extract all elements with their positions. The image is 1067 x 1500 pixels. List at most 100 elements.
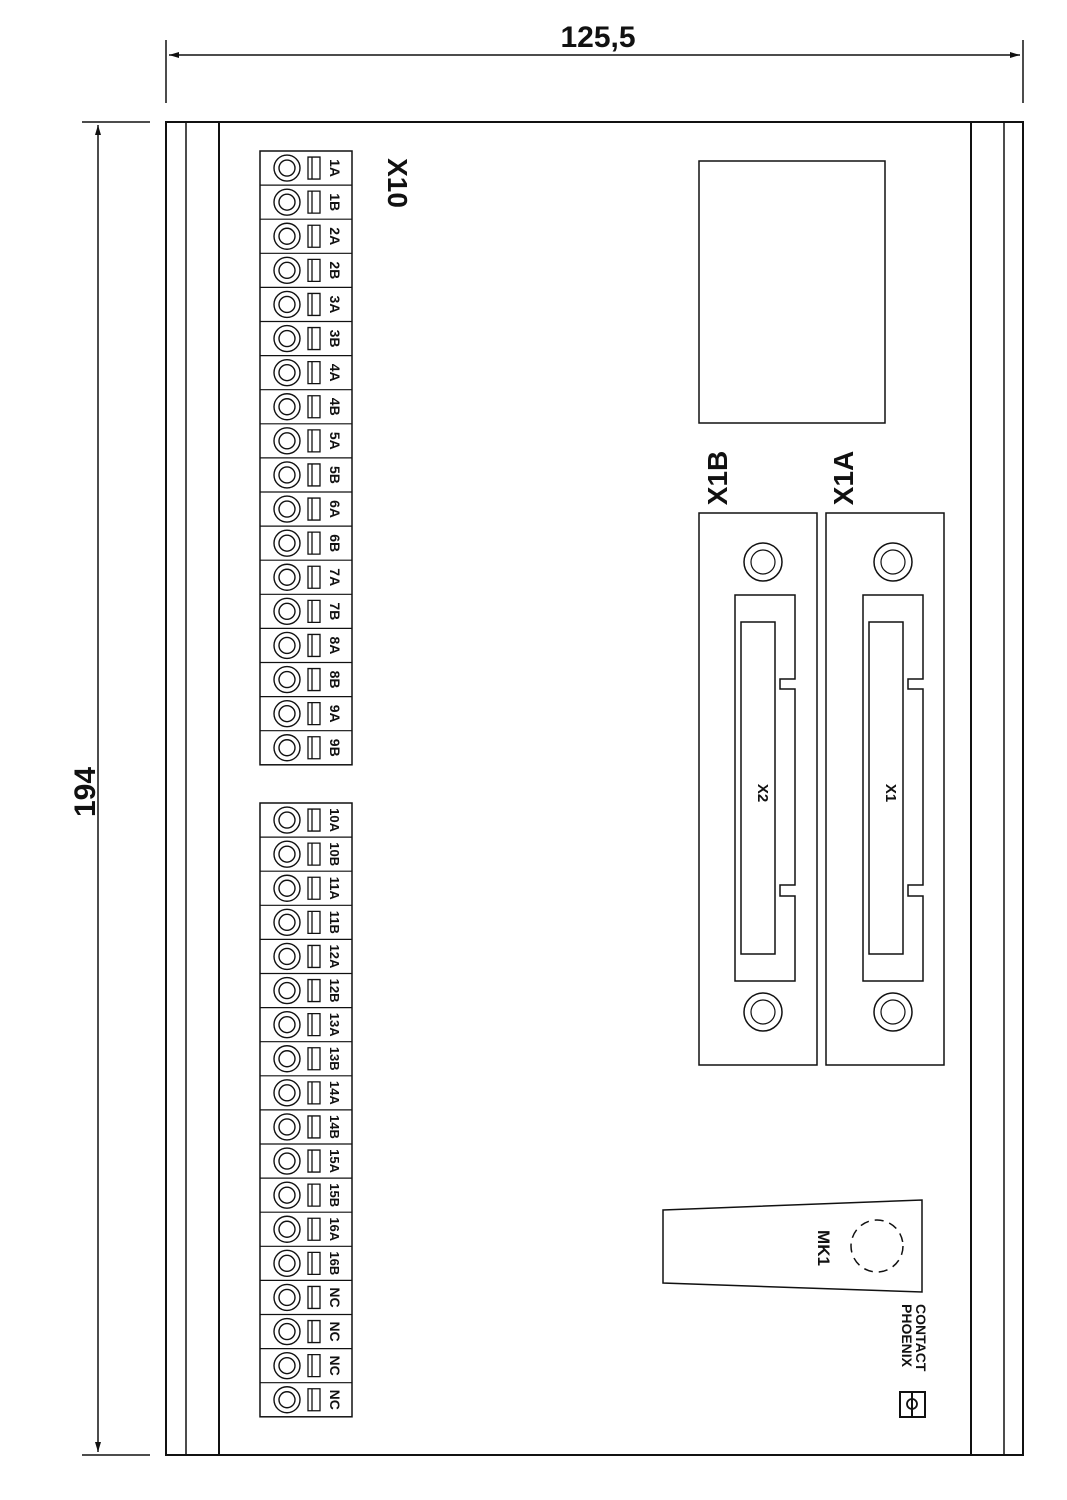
terminal-screw-icon: [273, 1045, 301, 1073]
connector-x1b: X1B X2: [698, 451, 818, 1066]
terminal-label: 4B: [327, 398, 343, 416]
terminal-screw-icon: [278, 670, 296, 689]
terminal-screw-icon: [278, 602, 296, 621]
terminal-screw-icon: [273, 529, 301, 557]
terminal-screw-icon: [278, 363, 296, 382]
terminal-row: 16B: [260, 1245, 352, 1278]
terminal-row: 14A: [260, 1075, 352, 1107]
connector-x1b-label: X1B: [702, 451, 733, 505]
terminal-lever-icon: [307, 599, 321, 623]
terminal-row: 2A: [260, 218, 352, 250]
terminal-row: 5A: [260, 423, 352, 455]
terminal-lever-icon: [307, 1047, 321, 1071]
terminal-screw-icon: [278, 534, 296, 552]
terminal-lever-icon: [307, 531, 321, 555]
terminal-screw-icon: [273, 290, 301, 319]
terminal-label: NC: [327, 1356, 343, 1376]
terminal-label: 11A: [327, 877, 342, 901]
terminal-label: 13B: [327, 1047, 342, 1071]
terminal-label: 2B: [327, 261, 343, 279]
terminal-row: 8A: [260, 627, 352, 660]
terminal-row: 10A: [273, 806, 342, 834]
terminal-screw-icon: [278, 981, 296, 1000]
terminal-row: 15B: [260, 1177, 352, 1209]
terminal-row: 11B: [260, 904, 352, 937]
terminal-screw-icon: [278, 739, 296, 757]
terminal-lever-icon: [307, 224, 321, 248]
terminal-lever-icon: [307, 910, 321, 934]
terminal-row: 14B: [260, 1109, 352, 1141]
terminal-screw-icon: [273, 597, 301, 626]
brand-logo: PHOENIX CONTACT: [899, 1304, 929, 1418]
terminal-label: 9A: [327, 705, 343, 723]
terminal-lever-icon: [307, 842, 321, 866]
terminal-lever-icon: [307, 1149, 321, 1173]
terminal-screw-icon: [278, 432, 296, 450]
terminal-lever-icon: [307, 1285, 321, 1310]
terminal-lever-icon: [307, 736, 321, 760]
terminal-screw-icon: [278, 704, 296, 723]
terminal-row: 12B: [260, 972, 352, 1005]
terminal-row: 9A: [260, 695, 352, 728]
terminal-screw-icon: [278, 1186, 296, 1204]
terminal-lever-icon: [307, 361, 321, 385]
terminal-row: 7A: [260, 559, 352, 591]
terminal-row: 1A: [273, 154, 343, 182]
terminal-row: 12A: [260, 938, 352, 971]
terminal-lever-icon: [307, 1183, 321, 1207]
terminal-lever-icon: [307, 429, 321, 453]
terminal-lever-icon: [307, 633, 321, 658]
terminal-lever-icon: [307, 1081, 321, 1105]
terminal-screw-icon: [278, 398, 296, 416]
terminal-row: 10B: [260, 836, 352, 868]
terminal-screw-icon: [273, 222, 301, 250]
terminal-row: 3A: [260, 286, 352, 319]
terminal-screw-icon: [273, 324, 301, 353]
terminal-label: 1A: [327, 159, 343, 177]
terminal-screw-icon: [273, 256, 301, 285]
terminal-screw-icon: [278, 1356, 296, 1375]
screw-icon: [873, 992, 913, 1032]
marker-label: MK1: [814, 1230, 833, 1266]
terminal-label: 7B: [327, 602, 343, 620]
terminal-label: 10A: [327, 808, 342, 832]
terminal-row: 11A: [260, 870, 352, 902]
height-label: 194: [69, 767, 102, 817]
terminal-screw-icon: [278, 1322, 296, 1341]
terminal-screw-icon: [278, 227, 296, 245]
terminal-label: 16B: [327, 1251, 342, 1275]
terminal-screw-icon: [273, 393, 301, 421]
terminal-lever-icon: [307, 1319, 321, 1344]
terminal-label: 12B: [327, 979, 342, 1003]
terminal-screw-icon: [273, 1386, 301, 1414]
terminal-screw-icon: [278, 636, 296, 655]
terminal-screw-icon: [278, 466, 296, 484]
terminal-screw-icon: [273, 874, 301, 902]
terminal-row: NC: [260, 1313, 352, 1346]
terminal-screw-icon: [278, 913, 296, 932]
terminal-label: 3B: [327, 330, 343, 348]
terminal-label: 8B: [327, 671, 343, 689]
terminal-screw-icon: [273, 1249, 301, 1278]
terminal-row: 6B: [260, 525, 352, 557]
terminal-row: 5B: [260, 457, 352, 489]
terminal-row: 16A: [260, 1211, 352, 1243]
terminal-lever-icon: [307, 395, 321, 419]
terminal-row: 1B: [260, 184, 352, 216]
screw-icon: [873, 542, 913, 582]
terminal-screw-icon: [273, 806, 301, 834]
terminal-screw-icon: [273, 1317, 301, 1346]
terminal-lever-icon: [307, 944, 321, 969]
terminal-screw-icon: [273, 563, 301, 591]
terminal-lever-icon: [307, 1388, 321, 1412]
terminal-label: 2A: [327, 227, 343, 245]
width-label: 125,5: [560, 21, 635, 54]
terminal-row: 2B: [260, 252, 352, 285]
terminal-screw-icon: [273, 840, 301, 868]
terminal-label: 9B: [327, 739, 343, 757]
terminal-screw-icon: [278, 1254, 296, 1273]
terminal-label: 16A: [327, 1217, 342, 1241]
terminal-screw-icon: [273, 461, 301, 489]
